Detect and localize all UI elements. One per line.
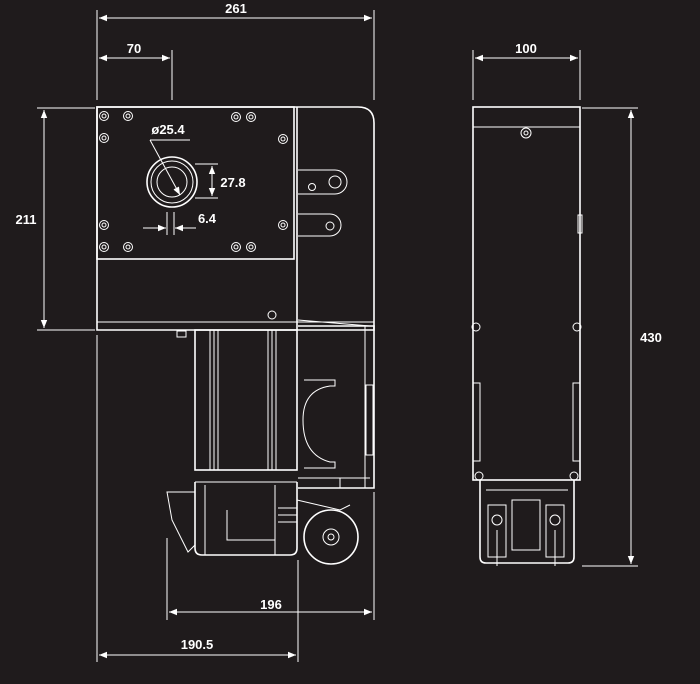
gearbox [166, 482, 298, 556]
side-bracket [297, 319, 375, 489]
shaft-diameter-label: ø25.4 [151, 122, 185, 137]
dimension-label: 70 [127, 41, 141, 56]
dimension-overall-width: 261 [96, 1, 375, 100]
output-shaft: ø25.4 27.8 6.4 [143, 122, 246, 235]
dimension-label: 100 [515, 41, 537, 56]
dimension-label: 190.5 [181, 637, 214, 652]
release-wheel [296, 499, 359, 565]
dimension-label: 430 [640, 330, 662, 345]
mounting-brackets [298, 169, 348, 237]
dimension-bottom-offset: 190.5 [96, 335, 299, 662]
front-view: ø25.4 27.8 6.4 [96, 106, 375, 565]
dimension-side-width: 100 [472, 41, 581, 100]
dimension-label: 261 [225, 1, 247, 16]
dimension-bottom-width: 196 [166, 492, 375, 620]
dimension-label: 211 [16, 212, 37, 227]
motor-body [194, 329, 298, 483]
key-width-label: 6.4 [198, 211, 217, 226]
dimension-flange-offset: 70 [99, 41, 173, 100]
dimension-label: 196 [260, 597, 282, 612]
dimension-flange-height: 211 [16, 107, 95, 331]
side-view [471, 106, 583, 566]
dimension-overall-height: 430 [582, 107, 662, 567]
mounting-holes [99, 111, 288, 252]
key-height-label: 27.8 [220, 175, 245, 190]
